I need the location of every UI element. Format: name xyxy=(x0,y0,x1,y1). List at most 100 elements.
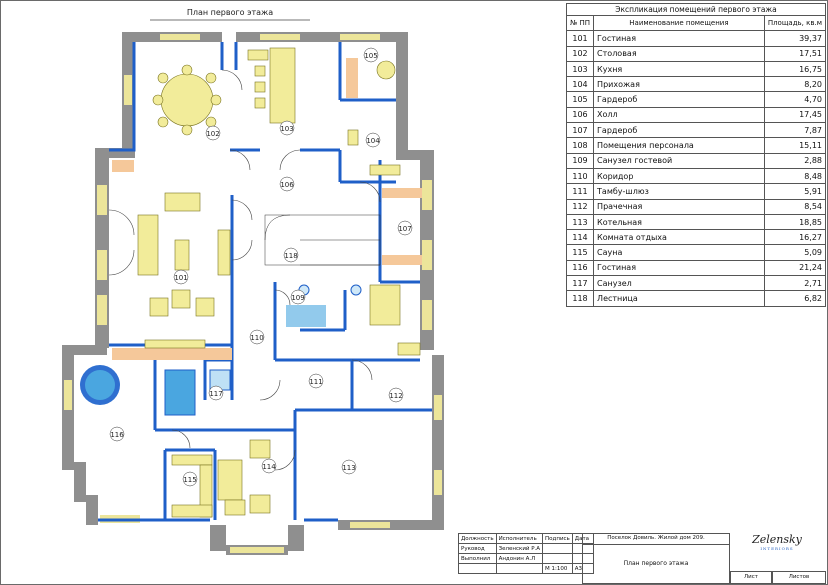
room-label-114: 114 xyxy=(261,458,277,474)
brand-logo: Zelensky INTERIORS xyxy=(729,533,825,569)
room-label-115: 115 xyxy=(182,471,198,487)
svg-text:117: 117 xyxy=(209,390,222,398)
room-name: Санузел гостевой xyxy=(593,152,765,169)
room-area: 8,54 xyxy=(763,198,827,215)
room-area: 16,27 xyxy=(763,229,827,246)
room-label-105: 105 xyxy=(363,47,379,63)
room-name: Гостиная xyxy=(593,30,765,47)
room-area: 21,24 xyxy=(763,259,827,277)
room-name: Коридор xyxy=(593,167,765,185)
room-area: 5,09 xyxy=(763,244,827,261)
room-num: 116 xyxy=(565,259,595,277)
room-label-109: 109 xyxy=(290,289,306,305)
room-num: 114 xyxy=(565,229,595,246)
room-name: Лестница xyxy=(593,290,765,307)
svg-text:107: 107 xyxy=(398,225,411,233)
room-name: Помещения персонала xyxy=(593,137,765,154)
room-name: Прачечная xyxy=(593,198,765,215)
room-label-112: 112 xyxy=(388,387,404,403)
svg-text:101: 101 xyxy=(174,274,187,282)
svg-text:106: 106 xyxy=(280,181,294,189)
svg-text:111: 111 xyxy=(309,378,322,386)
explication-caption: Экспликация помещений первого этажа xyxy=(566,3,826,16)
stamp-sheet-label: Лист xyxy=(730,571,772,584)
room-area: 6,82 xyxy=(763,290,827,307)
svg-text:105: 105 xyxy=(364,52,377,60)
svg-text:104: 104 xyxy=(366,137,380,145)
room-name: Прихожая xyxy=(593,76,765,93)
room-area: 17,51 xyxy=(763,45,827,62)
room-num: 110 xyxy=(565,167,595,185)
svg-text:102: 102 xyxy=(206,130,219,138)
room-label-117: 117 xyxy=(208,385,224,401)
room-area: 16,75 xyxy=(763,60,827,78)
title-block: Должность Исполнитель Подпись Дата Руков… xyxy=(458,533,826,584)
svg-text:103: 103 xyxy=(280,125,293,133)
svg-text:118: 118 xyxy=(284,252,297,260)
room-area: 39,37 xyxy=(763,30,827,47)
room-name: Котельная xyxy=(593,213,765,231)
room-area: 7,87 xyxy=(763,122,827,139)
room-label-104: 104 xyxy=(365,132,381,148)
stamp-exec-2: Андонин А.Л xyxy=(495,553,544,564)
svg-text:116: 116 xyxy=(110,431,124,439)
room-label-111: 111 xyxy=(308,373,324,389)
stamp-sign-header: Подпись xyxy=(542,533,573,544)
room-num: 103 xyxy=(565,60,595,78)
room-num: 115 xyxy=(565,244,595,261)
plan-title: План первого этажа xyxy=(186,8,274,17)
room-area: 8,48 xyxy=(763,167,827,185)
col-name-header: Наименование помещения xyxy=(593,14,765,32)
room-label-106: 106 xyxy=(279,176,295,192)
room-num: 112 xyxy=(565,198,595,215)
room-num: 101 xyxy=(565,30,595,47)
room-num: 118 xyxy=(565,290,595,307)
stamp-sheets-label: Листов xyxy=(772,571,826,584)
room-num: 105 xyxy=(565,91,595,108)
room-name: Комната отдыха xyxy=(593,229,765,246)
room-label-101: 101 xyxy=(173,269,189,285)
room-label-116: 116 xyxy=(109,426,125,442)
room-label-103: 103 xyxy=(279,120,295,136)
room-num: 107 xyxy=(565,122,595,139)
room-num: 117 xyxy=(565,275,595,292)
room-name: Кухня xyxy=(593,60,765,78)
explication-header: № ПП Наименование помещения Площадь, кв.… xyxy=(565,14,827,32)
stamp-role-header: Должность xyxy=(458,533,497,544)
room-num: 109 xyxy=(565,152,595,169)
room-label-118: 118 xyxy=(283,247,299,263)
room-name: Гостиная xyxy=(593,259,765,277)
room-area: 2,71 xyxy=(763,275,827,292)
room-name: Холл xyxy=(593,106,765,124)
wood-trim xyxy=(112,58,422,360)
room-area: 17,45 xyxy=(763,106,827,124)
room-name: Сауна xyxy=(593,244,765,261)
room-name: Санузел xyxy=(593,275,765,292)
svg-text:114: 114 xyxy=(262,463,276,471)
svg-text:115: 115 xyxy=(183,476,196,484)
logo-subtext: INTERIORS xyxy=(760,546,794,551)
svg-text:112: 112 xyxy=(389,392,402,400)
col-area-header: Площадь, кв.м xyxy=(763,14,827,32)
stamp-exec-1: Зеленский Р.А xyxy=(495,543,544,554)
stamp-role-2: Выполнил xyxy=(458,553,497,564)
stamp-scale: М 1:100 xyxy=(542,563,573,574)
interior-walls xyxy=(98,42,432,522)
stamp-exec-header: Исполнитель xyxy=(495,533,544,544)
